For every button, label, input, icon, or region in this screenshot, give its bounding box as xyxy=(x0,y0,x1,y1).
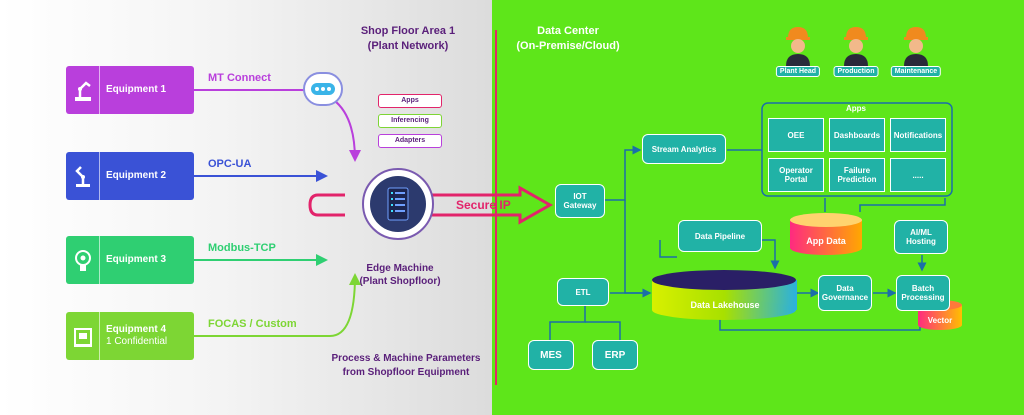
industrial-robot-icon xyxy=(66,152,100,200)
equipment-1-card[interactable]: Equipment 1 xyxy=(66,66,194,114)
footer-caption: Process & Machine Parameters from Shopfl… xyxy=(326,352,486,380)
edge-machine-node[interactable] xyxy=(362,168,434,240)
app-oee[interactable]: OEE xyxy=(768,118,824,152)
data-center-title: Data Center (On-Premise/Cloud) xyxy=(500,24,636,54)
footer-line1: Process & Machine Parameters xyxy=(331,353,481,364)
node-app-data[interactable]: App Data xyxy=(806,236,846,246)
sensor-icon xyxy=(66,236,100,284)
robot-arm-icon xyxy=(66,66,100,114)
worker-icon xyxy=(904,27,928,66)
network-divider xyxy=(495,30,497,385)
edge-machine-label: Edge Machine (Plant Shopfloor) xyxy=(340,262,460,288)
apps-group-label: Apps xyxy=(846,104,866,113)
node-iot-gateway[interactable]: IOT Gateway xyxy=(555,184,605,218)
edge-machine-line1: Edge Machine xyxy=(366,263,434,274)
node-stream-analytics[interactable]: Stream Analytics xyxy=(642,134,726,164)
equipment-2-label: Equipment 2 xyxy=(106,170,167,181)
protocol-mtconnect: MT Connect xyxy=(208,72,271,84)
equipment-4-label: Equipment 4 xyxy=(106,324,167,335)
shop-floor-title-line1: Shop Floor Area 1 xyxy=(360,25,456,37)
persona-maintenance-label: Maintenance xyxy=(890,66,942,77)
app-data-cylinder xyxy=(652,213,962,330)
node-data-lakehouse[interactable]: Data Lakehouse xyxy=(690,300,760,310)
node-data-pipeline[interactable]: Data Pipeline xyxy=(678,220,762,252)
node-batch-processing[interactable]: Batch Processing xyxy=(896,275,950,311)
network-node-icon xyxy=(303,72,343,106)
node-vector[interactable]: Vector xyxy=(927,316,953,325)
data-center-title-line1: Data Center xyxy=(537,25,599,37)
shop-floor-title-line2: (Plant Network) xyxy=(367,40,449,52)
edge-tag-apps: Apps xyxy=(378,94,442,108)
protocol-modbus: Modbus-TCP xyxy=(208,242,276,254)
node-data-governance[interactable]: Data Governance xyxy=(818,275,872,311)
persona-production-label: Production xyxy=(833,66,879,77)
protocol-opcua: OPC-UA xyxy=(208,158,252,170)
app-failure-prediction[interactable]: Failure Prediction xyxy=(829,158,885,192)
edge-tag-adapters: Adapters xyxy=(378,134,442,148)
persona-maintenance: Maintenance xyxy=(890,24,942,77)
machine-icon xyxy=(66,312,100,360)
persona-plant-head-label: Plant Head xyxy=(775,66,821,77)
protocol-focas: FOCAS / Custom xyxy=(208,318,297,330)
app-operator-portal[interactable]: Operator Portal xyxy=(768,158,824,192)
equipment-4-sublabel: 1 Confidential xyxy=(106,336,168,347)
worker-icon xyxy=(786,27,810,66)
node-erp[interactable]: ERP xyxy=(592,340,638,370)
footer-line2: from Shopfloor Equipment xyxy=(342,367,470,378)
equipment-4-card[interactable]: Equipment 4 1 Confidential xyxy=(66,312,194,360)
edge-tag-inferencing: Inferencing xyxy=(378,114,442,128)
secure-ip-label: Secure IP xyxy=(456,198,511,212)
persona-plant-head: Plant Head xyxy=(775,24,821,77)
node-etl[interactable]: ETL xyxy=(557,278,609,306)
app-dashboards[interactable]: Dashboards xyxy=(829,118,885,152)
edge-machine-line2: (Plant Shopfloor) xyxy=(359,276,441,287)
node-ai-ml-hosting[interactable]: AI/ML Hosting xyxy=(894,220,948,254)
server-icon xyxy=(370,176,426,232)
equipment-3-label: Equipment 3 xyxy=(106,254,167,265)
equipment-1-label: Equipment 1 xyxy=(106,84,167,95)
app-more[interactable]: ..... xyxy=(890,158,946,192)
node-mes[interactable]: MES xyxy=(528,340,574,370)
persona-production: Production xyxy=(833,24,879,77)
app-notifications[interactable]: Notifications xyxy=(890,118,946,152)
data-center-title-line2: (On-Premise/Cloud) xyxy=(516,40,620,52)
worker-icon xyxy=(844,27,868,66)
equipment-2-card[interactable]: Equipment 2 xyxy=(66,152,194,200)
shop-floor-title: Shop Floor Area 1 (Plant Network) xyxy=(348,24,468,54)
equipment-3-card[interactable]: Equipment 3 xyxy=(66,236,194,284)
